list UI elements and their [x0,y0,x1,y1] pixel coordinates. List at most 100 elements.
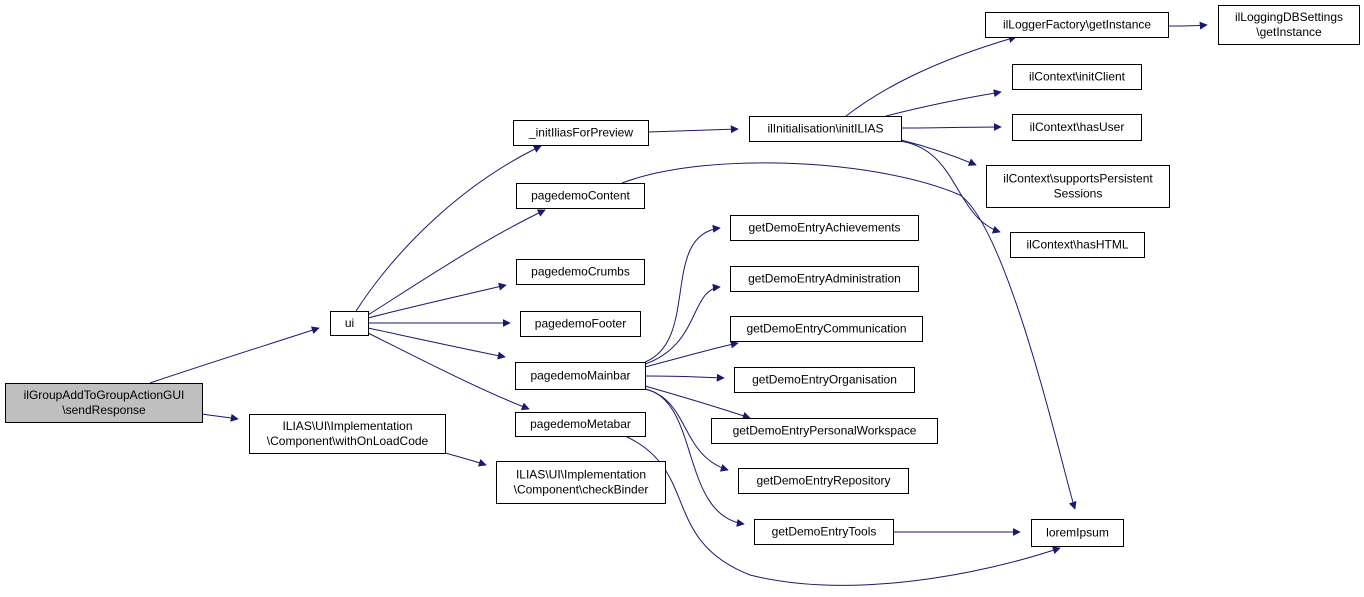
node-box [749,116,902,142]
node-label: \sendResponse [62,403,146,417]
node-box [1031,519,1124,547]
node-loggerFactory[interactable]: ilLoggerFactory\getInstance [985,12,1169,38]
node-achievements[interactable]: getDemoEntryAchievements [730,215,919,241]
node-label: \Component\withOnLoadCode [267,434,429,448]
node-box [516,259,645,285]
node-box [985,12,1169,38]
node-hasUser[interactable]: ilContext\hasUser [1012,114,1142,141]
node-box [1012,114,1142,141]
edge-root-to-withOnLoadCode [201,413,239,422]
node-label: ilLoggingDBSettings [1235,10,1343,24]
node-label: ilGroupAddToGroupActionGUI [24,388,185,402]
edge-pagedemoMetabar-to-loremIpsum [624,435,1061,586]
node-box [515,412,646,437]
node-root[interactable]: ilGroupAddToGroupActionGUI\sendResponse [5,383,203,423]
edge-pagedemoMainbar-to-organisation [644,373,725,382]
node-label: pagedemoMetabar [530,417,631,431]
node-repository[interactable]: getDemoEntryRepository [738,468,909,494]
edge-ui-to-pagedemoMetabar [367,332,530,411]
node-organisation[interactable]: getDemoEntryOrganisation [734,367,915,393]
node-hasHTML[interactable]: ilContext\hasHTML [1010,232,1145,258]
node-box [513,120,649,146]
node-ui[interactable]: ui [330,311,369,336]
edge-ui-to-initIliasForPreview [355,145,542,312]
node-box [738,468,909,494]
node-label: ui [345,316,354,330]
node-box [1010,232,1145,258]
edge-ui-to-pagedemoCrumbs [367,282,507,319]
edge-pagedemoMainbar-to-tools [644,388,745,527]
node-pagedemoFooter[interactable]: pagedemoFooter [520,311,641,337]
node-box [1218,5,1360,45]
graph-nodes: ilGroupAddToGroupActionGUI\sendResponse u… [5,5,1360,547]
node-loggingDB[interactable]: ilLoggingDBSettings\getInstance [1218,5,1360,45]
node-label: ilContext\initClient [1029,70,1126,84]
edge-pagedemoMainbar-to-personalWorkspace [644,385,751,420]
node-box [249,414,446,454]
node-label: getDemoEntryTools [772,525,877,539]
node-pagedemoContent[interactable]: pagedemoContent [516,183,645,209]
edge-initILIAS-to-initClient [885,89,1002,117]
edge-initILIAS-to-loggerFactory [845,35,1017,117]
node-initILIAS[interactable]: ilInitialisation\initILIAS [749,116,902,142]
node-label: ilContext\hasHTML [1026,238,1128,252]
node-label: getDemoEntryAdministration [748,272,901,286]
node-label: _initIliasForPreview [528,126,633,140]
node-label: pagedemoContent [531,189,630,203]
node-withOnLoadCode[interactable]: ILIAS\UI\Implementation\Component\withOn… [249,414,446,454]
node-box [734,367,915,393]
node-label: ilInitialisation\initILIAS [767,122,883,136]
node-box [1012,64,1142,90]
node-tools[interactable]: getDemoEntryTools [754,519,894,545]
edge-initIliasForPreview-to-initILIAS [647,125,739,134]
node-label: getDemoEntryRepository [756,474,890,488]
node-label: ilLoggerFactory\getInstance [1003,18,1151,32]
node-pagedemoMainbar[interactable]: pagedemoMainbar [515,362,646,390]
node-label: Sessions [1054,187,1103,201]
node-box [496,461,666,504]
node-label: ILIAS\UI\Implementation [282,419,412,433]
edge-pagedemoMainbar-to-communication [644,340,739,368]
node-box [711,418,938,444]
node-box [330,311,369,336]
node-label: pagedemoCrumbs [531,265,630,279]
edge-initILIAS-to-hasHTML [885,139,1001,234]
edge-withOnLoadCode-to-checkBinder [444,452,487,467]
node-pagedemoMetabar[interactable]: pagedemoMetabar [515,412,646,437]
edge-pagedemoMainbar-to-administration [644,283,721,365]
edge-initILIAS-to-hasUser [900,123,1002,132]
node-label: loremIpsum [1046,526,1109,540]
node-pagedemoCrumbs[interactable]: pagedemoCrumbs [516,259,645,285]
node-initIliasForPreview[interactable]: _initIliasForPreview [513,120,649,146]
edge-loggerFactory-to-loggingDB [1167,21,1208,30]
node-personalWorkspace[interactable]: getDemoEntryPersonalWorkspace [711,418,938,444]
node-label: ilContext\hasUser [1030,120,1125,134]
node-label: pagedemoFooter [535,317,626,331]
node-box [730,266,919,292]
edge-ui-to-pagedemoContent [367,209,546,316]
node-loremIpsum[interactable]: loremIpsum [1031,519,1124,547]
node-label: \getInstance [1256,25,1322,39]
node-label: getDemoEntryPersonalWorkspace [733,424,917,438]
node-box [516,183,645,209]
node-label: \Component\checkBinder [514,483,649,497]
node-label: ilContext\supportsPersistent [1003,172,1153,186]
node-box [5,383,203,423]
node-administration[interactable]: getDemoEntryAdministration [730,266,919,292]
edge-root-to-ui [149,326,320,384]
node-box [520,311,641,337]
node-initClient[interactable]: ilContext\initClient [1012,64,1142,90]
edge-initILIAS-to-supportsPersistent [900,139,977,166]
node-communication[interactable]: getDemoEntryCommunication [730,316,923,342]
node-checkBinder[interactable]: ILIAS\UI\Implementation\Component\checkB… [496,461,666,504]
node-label: pagedemoMainbar [530,369,630,383]
edge-pagedemoContent-to-loremIpsum [621,162,1077,510]
node-label: getDemoEntryCommunication [746,322,906,336]
node-label: ILIAS\UI\Implementation [516,468,646,482]
node-box [730,316,923,342]
node-label: getDemoEntryAchievements [748,221,900,235]
edge-ui-to-pagedemoMainbar [367,327,506,360]
node-box [515,362,646,390]
